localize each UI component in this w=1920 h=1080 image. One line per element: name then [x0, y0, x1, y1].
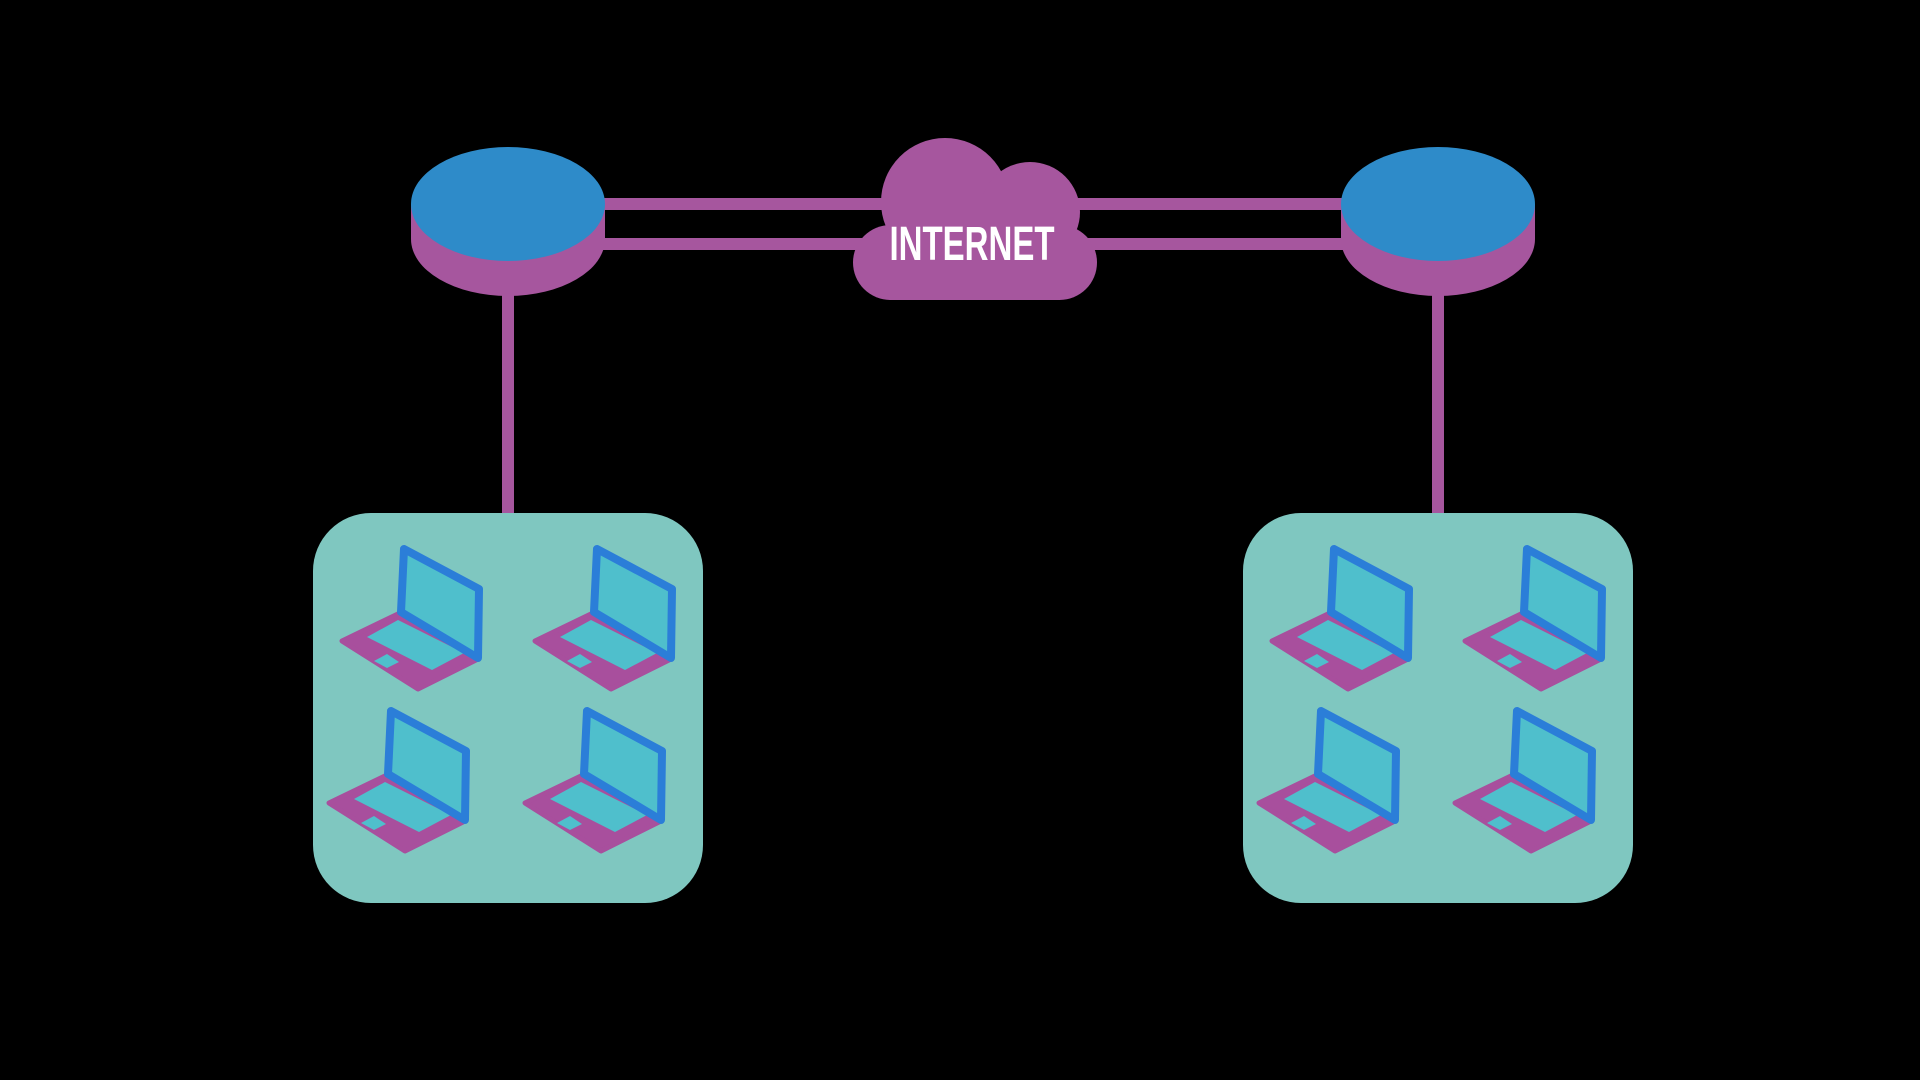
cloud-body [853, 225, 1097, 300]
internet-cloud-icon: INTERNET [853, 138, 1097, 300]
router-icon-right [1341, 147, 1535, 296]
router-icon-left [411, 147, 605, 296]
internet-label: INTERNET [890, 218, 1055, 271]
